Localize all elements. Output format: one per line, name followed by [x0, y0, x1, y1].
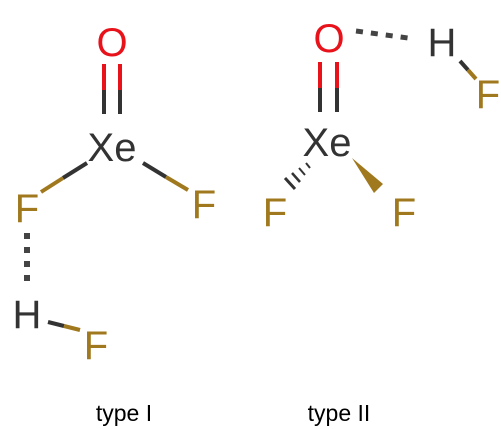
xenon-atom-type-1: Xe	[88, 126, 137, 170]
xe-f-right-bond-type-1	[141, 161, 190, 192]
hydrogen-atom-type-1: H	[13, 293, 42, 337]
caption-type-2: type II	[308, 400, 371, 426]
hydrogen-bond-type-2	[355, 28, 409, 41]
caption-type-1: type I	[96, 400, 152, 426]
structure-type-2: O Xe F F H F type II	[263, 17, 500, 426]
hydrogen-atom-type-2: H	[428, 21, 457, 65]
fluorine-right-atom-type-2: F	[392, 191, 416, 235]
xe-f-left-bond-type-1	[39, 161, 89, 194]
solid-wedge-bond-type-2	[352, 158, 383, 193]
xenon-atom-type-2: Xe	[303, 121, 352, 165]
fluorine-left-atom-type-1: F	[15, 187, 39, 231]
fluorine-left-atom-type-2: F	[263, 191, 287, 235]
xe-o-double-bond-type-1	[102, 64, 122, 114]
fluorine-h-atom-type-2: F	[476, 73, 500, 117]
fluorine-right-atom-type-1: F	[192, 183, 216, 227]
oxygen-atom-type-1: O	[96, 21, 127, 65]
hashed-wedge-bond-type-2	[283, 162, 311, 191]
structure-type-1: O Xe F F H F type I	[13, 21, 217, 426]
xe-o-double-bond-type-2	[318, 62, 339, 112]
fluorine-h-atom-type-1: F	[84, 324, 108, 368]
oxygen-atom-type-2: O	[313, 17, 344, 61]
h-f-bond-type-1	[47, 320, 81, 332]
h-f-bond-type-2	[458, 59, 478, 81]
